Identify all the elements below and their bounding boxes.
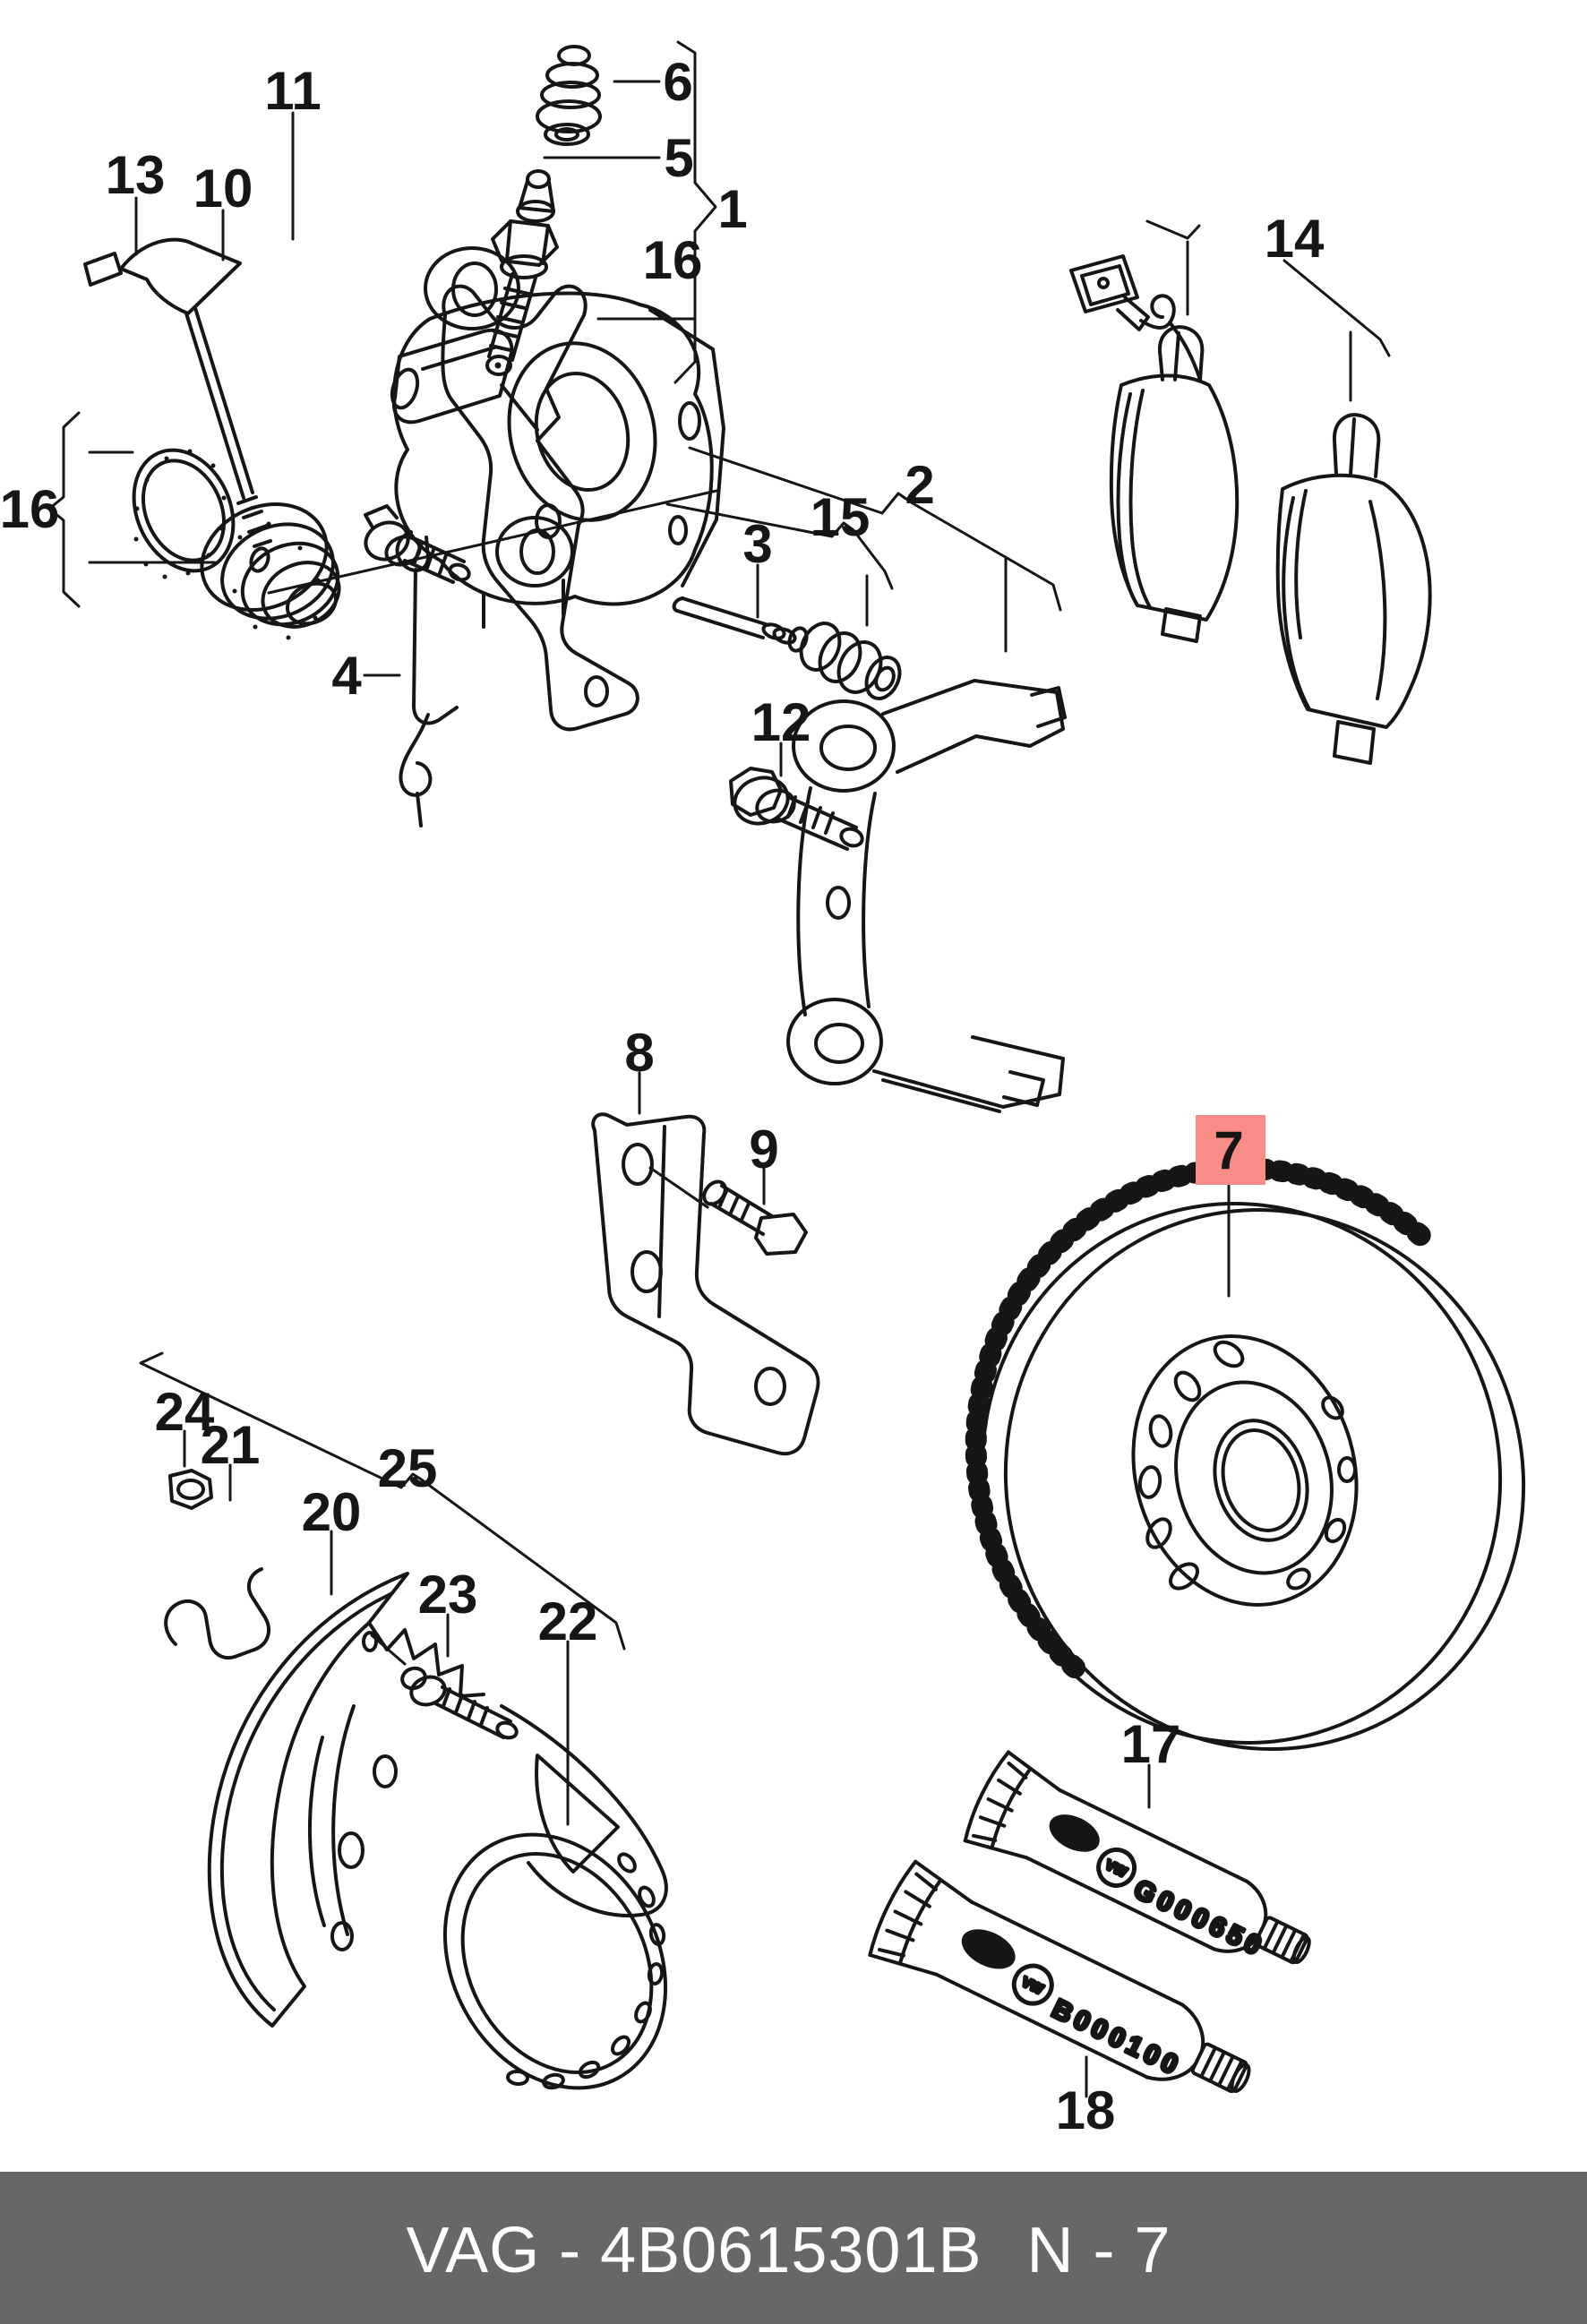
footer-bar <box>0 2172 1587 2324</box>
part-label-12[interactable]: 12 <box>751 692 811 752</box>
bolt-23-drawing <box>400 1666 519 1740</box>
bracket-11-drawing <box>441 284 639 732</box>
part-label-13[interactable]: 13 <box>106 145 166 205</box>
highlight-box-part-7 <box>1196 1115 1265 1185</box>
part-label-16[interactable]: 16 <box>0 479 59 539</box>
part-label-16[interactable]: 16 <box>643 230 703 290</box>
tube-17-vw-logo: VW <box>1102 1857 1129 1881</box>
bleeder-valve-drawing <box>485 169 559 376</box>
footer-page-ref: N - 7 <box>1026 2215 1171 2286</box>
part-label-8[interactable]: 8 <box>624 1023 654 1083</box>
part-label-5[interactable]: 5 <box>664 128 693 188</box>
part-label-17[interactable]: 17 <box>1121 1714 1181 1774</box>
part-label-3[interactable]: 3 <box>742 514 772 574</box>
mounting-bracket-8-drawing <box>591 1112 820 1456</box>
part-label-7[interactable]: 7 <box>1214 1120 1243 1180</box>
nut-24-drawing <box>168 1469 213 1510</box>
part-label-22[interactable]: 22 <box>538 1591 598 1651</box>
part-label-14[interactable]: 14 <box>1265 209 1325 269</box>
leader-lines <box>47 40 1391 2098</box>
bolt-12-drawing <box>729 767 864 851</box>
part-label-23[interactable]: 23 <box>418 1565 478 1625</box>
part-label-24[interactable]: 24 <box>155 1382 215 1442</box>
part-label-4[interactable]: 4 <box>331 646 362 706</box>
part-label-1[interactable]: 1 <box>717 179 747 239</box>
grease-tube-17-drawing: Audi VW G000650 <box>963 1750 1311 1965</box>
carrier-bracket-drawing <box>786 679 1067 1113</box>
retaining-spring-drawing <box>395 530 459 828</box>
guide-pin-boot-drawing <box>799 622 902 700</box>
splash-shield-drawing <box>207 1572 668 2028</box>
wear-sensor-wire-drawing <box>83 237 272 573</box>
piston-boot-drawing <box>200 502 341 640</box>
piston-seal-ring-drawing <box>132 448 236 579</box>
part-label-9[interactable]: 9 <box>749 1119 778 1179</box>
bolt-9-drawing <box>702 1179 808 1256</box>
tube-18-vw-logo: VW <box>1019 1975 1046 1998</box>
part-label-18[interactable]: 18 <box>1056 2080 1116 2140</box>
part-label-10[interactable]: 10 <box>193 159 253 219</box>
footer: VAG - 4B0615301B N - 7 <box>0 2172 1587 2324</box>
footer-catalog-code: VAG - 4B0615301B <box>406 2215 982 2286</box>
part-label-6[interactable]: 6 <box>663 52 692 112</box>
brake-disc-drawing <box>965 1157 1526 1751</box>
sensor-ring-drawing <box>442 1832 668 2090</box>
part-labels-layer: 1234567891011121314151616171820212223242… <box>0 52 1325 2140</box>
caliper-housing-drawing <box>390 246 725 629</box>
brake-pads-drawing <box>1069 254 1432 765</box>
part-label-2[interactable]: 2 <box>905 455 934 515</box>
clip-21-drawing <box>164 1567 270 1659</box>
part-label-25[interactable]: 25 <box>378 1438 438 1498</box>
part-label-20[interactable]: 20 <box>302 1482 362 1542</box>
guide-pin-drawing <box>672 596 809 653</box>
bleeder-cap-drawing <box>536 45 602 146</box>
part-label-15[interactable]: 15 <box>811 487 871 547</box>
part-label-21[interactable]: 21 <box>201 1415 261 1475</box>
part-label-11[interactable]: 11 <box>264 61 321 121</box>
